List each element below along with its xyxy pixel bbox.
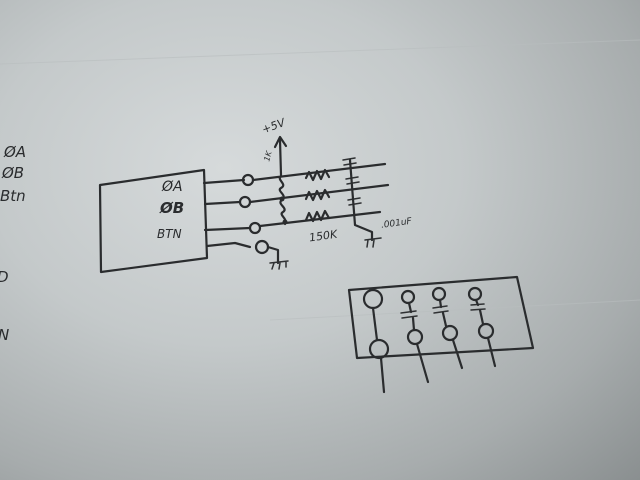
margin-label-d: D — [0, 268, 9, 286]
margin-label-phase-b: ØB — [1, 164, 24, 182]
ground-symbol-right — [364, 237, 382, 248]
junction-dot-b — [279, 196, 285, 202]
capacitor-value-label: .001uF — [380, 217, 413, 231]
connector-pin-1-leg — [371, 306, 386, 394]
supply-line — [278, 138, 283, 177]
connector-pin-2-bottom — [406, 328, 424, 346]
resistor-value-label: 150K — [308, 228, 339, 245]
connector-pin-4-leg — [474, 298, 497, 368]
supply-label: +5V — [260, 116, 288, 137]
resistor-button — [304, 209, 331, 223]
encoder-block-outline — [98, 168, 209, 274]
resistor-phase-a — [304, 168, 331, 182]
terminal-button — [248, 221, 262, 235]
connector-outline — [347, 275, 535, 360]
wire-phase-a — [251, 162, 387, 182]
supply-rail: +5V 1K — [260, 116, 288, 226]
connector-pin-4-bottom — [477, 322, 495, 340]
capacitor-stack: .001uF — [342, 157, 413, 248]
series-resistors: 150K — [304, 168, 339, 245]
connector-pin-1-top — [362, 288, 384, 310]
signal-leads — [202, 162, 390, 270]
left-margin-notes: ØA ØB Btn D N — [0, 143, 26, 344]
pin-label-phase-a: ØA — [161, 179, 183, 195]
connector-pin-3-top — [431, 286, 447, 302]
lead-phase-b — [203, 200, 242, 206]
pin-label-button: BTN — [157, 227, 182, 241]
supply-arrow — [273, 135, 288, 149]
junction-dot-button — [282, 219, 288, 225]
lead-common — [205, 241, 252, 249]
connector-pin-2-cap — [400, 310, 418, 319]
pullup-label: 1K — [262, 149, 274, 162]
connector-pin-2-top — [400, 289, 416, 305]
pullup-resistor-b — [279, 198, 287, 226]
connector-sketch — [347, 275, 535, 394]
capacitor-ground-line — [348, 158, 374, 242]
terminal-phase-b — [238, 195, 252, 209]
connector-pin-3-bottom — [441, 324, 459, 342]
ground-symbol-left — [269, 260, 289, 270]
resistor-phase-b — [304, 188, 331, 202]
connector-pin-2-leg — [407, 301, 430, 384]
margin-label-button: Btn — [0, 187, 26, 205]
connector-pin-3-leg — [438, 298, 464, 370]
capacitor-btn-plates — [347, 197, 362, 206]
connector-pin-1-bottom — [368, 338, 390, 360]
lead-button — [203, 226, 252, 232]
page-texture — [0, 39, 640, 321]
lead-phase-a — [202, 178, 246, 185]
margin-label-phase-a: ØA — [3, 143, 26, 161]
connector-pin-4-top — [467, 286, 483, 302]
terminal-common — [254, 239, 270, 255]
encoder-block: ØA ØB BTN — [98, 168, 209, 274]
wire-to-ground — [266, 245, 280, 265]
pin-label-phase-b: ØB — [159, 199, 184, 217]
pullup-resistor-a — [278, 174, 285, 202]
margin-label-n: N — [0, 326, 9, 344]
